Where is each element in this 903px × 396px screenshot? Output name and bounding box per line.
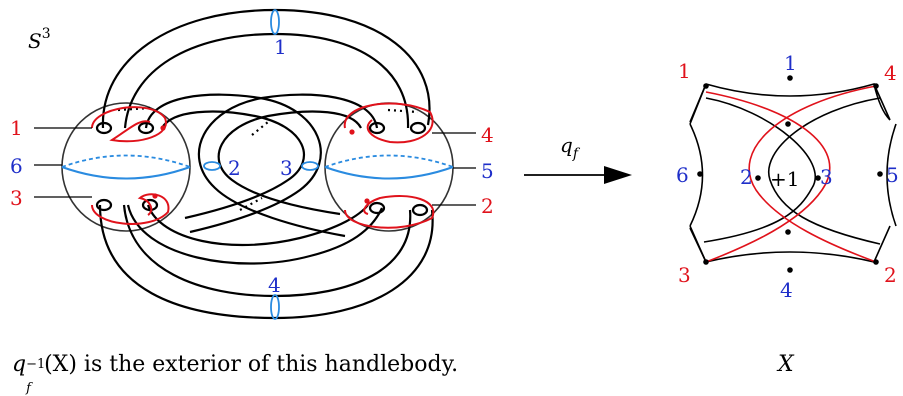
dot-crossing-bottom [785,229,791,235]
hole-right-top-2 [409,121,427,135]
dot-red-1 [703,83,709,89]
red-dot-2 [152,193,158,199]
inner-handle-b1 [197,93,379,238]
top-handle-inner [123,32,410,129]
arrow-label-q: q [560,133,573,157]
right-blue-label-2: 2 [740,165,753,189]
right-x-figure [689,82,897,263]
under-crossing-dots-2 [387,108,419,114]
left-red-label-2: 2 [481,194,494,218]
red-curve-left-bottom [91,193,170,225]
bottom-handle-inner [122,204,412,298]
left-red-label-4: 4 [481,123,494,147]
x-arc-2 [767,97,881,245]
map-arrow [524,166,632,184]
hole-left-top-2 [137,121,155,135]
dot-blue-4 [787,267,793,273]
x-red-curve-2 [748,85,877,263]
right-equator-back [324,154,454,168]
left-blue-label-2: 2 [228,156,241,180]
dot-blue-1 [787,75,793,81]
inner-handle-a2 [161,110,305,220]
right-center-label: +1 [770,167,799,191]
under-crossing-dots-3 [239,197,263,211]
right-red-label-1: 1 [678,59,691,83]
x-bottom-left-edge [689,227,707,263]
red-dot-3 [349,129,355,135]
red-curve-right-bottom [344,195,435,229]
x-red-curve-1 [705,91,831,263]
left-equator-back [61,154,191,168]
dot-blue-3 [815,175,821,181]
dot-red-4 [873,83,879,89]
left-blue-label-1: 1 [274,35,287,59]
s3-sup: 3 [42,26,51,42]
hole-right-top-1 [368,121,386,135]
dot-red-3 [703,259,709,265]
lower-strand-b [126,204,384,265]
s3-label: S3 [28,26,51,53]
hole-right-bottom-2 [411,203,429,217]
s3-base: S [28,29,42,53]
dot-blue-2 [755,175,761,181]
x-arc-1 [703,97,816,243]
right-red-label-2: 2 [884,263,897,287]
right-blue-label-1: 1 [784,51,797,75]
under-crossing-dots-4 [251,121,269,136]
left-equator-front [61,166,191,180]
right-equator-front [324,166,454,180]
caption-left: q−1 f (X) is the exterior of this handlebo… [12,352,459,396]
dot-crossing-top [785,121,791,127]
meridian-3 [301,161,319,171]
meridian-2 [203,161,221,171]
arrow-label-sub: f [572,146,581,162]
caption-left-text: (X) is the exterior of this handlebody. [44,352,459,377]
dot-red-2 [873,259,879,265]
left-blue-label-4: 4 [268,273,281,297]
lower-strand-a [146,204,369,247]
red-dot-1 [160,125,166,131]
caption-left-sup: −1 [26,357,46,372]
arrow-head [604,166,632,184]
red-dot-4 [364,198,370,204]
left-handlebody-figure [34,8,476,320]
x-right-boundary [886,123,897,227]
x-top-left-edge [689,83,707,123]
x-vertex-dots [697,75,883,273]
left-red-label-3: 3 [10,186,23,210]
bottom-handle-outer [98,204,434,320]
right-blue-label-4: 4 [780,278,793,302]
right-blue-label-6: 6 [676,163,689,187]
caption-left-sub: f [26,381,31,396]
inner-handle-a1 [144,93,322,234]
top-handle-meridian [270,9,280,35]
caption-left-q: q [12,352,27,377]
right-blue-label-5: 5 [886,163,899,187]
hole-left-top-1 [95,121,113,135]
inner-handle-b2 [217,110,362,216]
left-blue-label-3: 3 [280,156,293,180]
left-red-label-1: 1 [10,116,23,140]
hole-right-bottom-1 [368,201,386,215]
caption-right-x: X [778,352,794,377]
hole-left-bottom-1 [95,198,113,212]
right-red-label-4: 4 [884,61,897,85]
dot-blue-5 [877,171,883,177]
left-blue-label-5: 5 [481,159,494,183]
red-curve-right-top [343,102,434,144]
arrow-label: qf [560,133,581,162]
hole-left-bottom-2 [141,198,159,212]
right-blue-label-3: 3 [820,165,833,189]
right-red-label-3: 3 [678,263,691,287]
bottom-handle-meridian [270,294,280,320]
left-blue-label-6: 6 [10,154,23,178]
dot-blue-6 [697,171,703,177]
red-curve-left-top [91,106,167,143]
